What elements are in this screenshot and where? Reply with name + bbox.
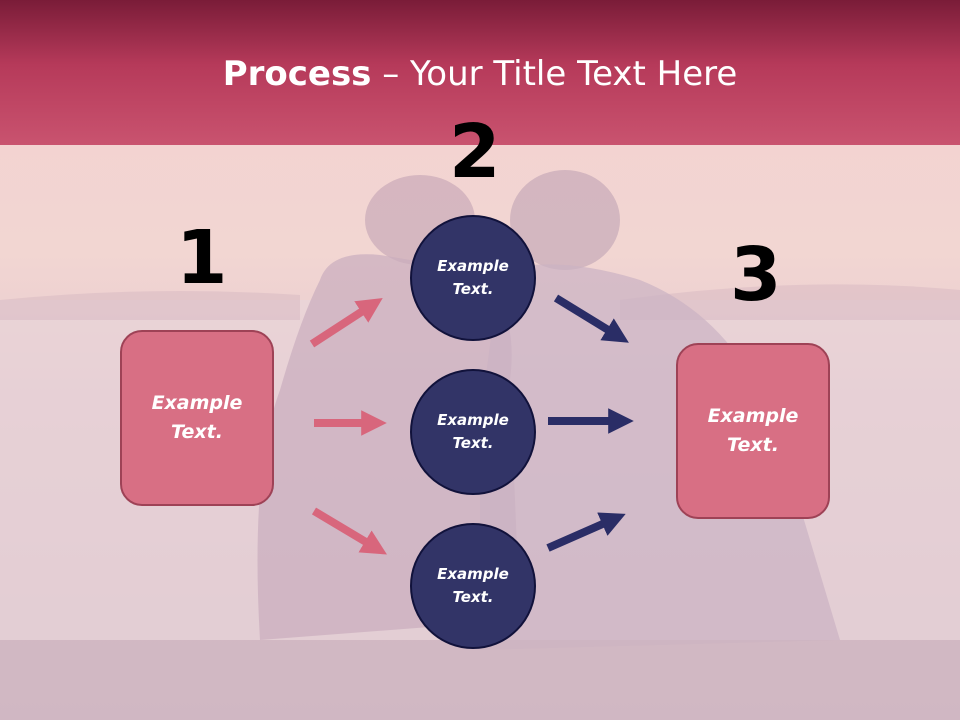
step-2-circle-middle[interactable]: Example Text. [410,369,536,495]
step-3-text: Example Text. [707,405,799,456]
step-1-box[interactable]: Example Text. [120,330,274,506]
arrow-to-circle-top [309,298,383,348]
step-number-3: 3 [730,232,782,318]
arrow-to-circle-bottom [311,507,387,555]
step-1-text: Example Text. [151,392,243,443]
step-2-circle-top[interactable]: Example Text. [410,215,536,341]
step-number-1: 1 [176,215,228,301]
step-2-circle-top-text: Example Text. [437,257,509,298]
arrow-from-circle-bottom [546,512,626,552]
title-rest: – Your Title Text Here [371,54,738,94]
step-2-circle-middle-text: Example Text. [437,411,509,452]
title-banner [0,0,960,145]
step-2-circle-bottom-text: Example Text. [437,565,509,606]
step-3-box[interactable]: Example Text. [676,343,830,519]
title-bold: Process [222,54,372,94]
step-number-2: 2 [449,109,501,195]
arrow-from-circle-top [553,294,629,343]
step-2-circle-bottom[interactable]: Example Text. [410,523,536,649]
slide-title: Process – Your Title Text Here [0,52,960,96]
